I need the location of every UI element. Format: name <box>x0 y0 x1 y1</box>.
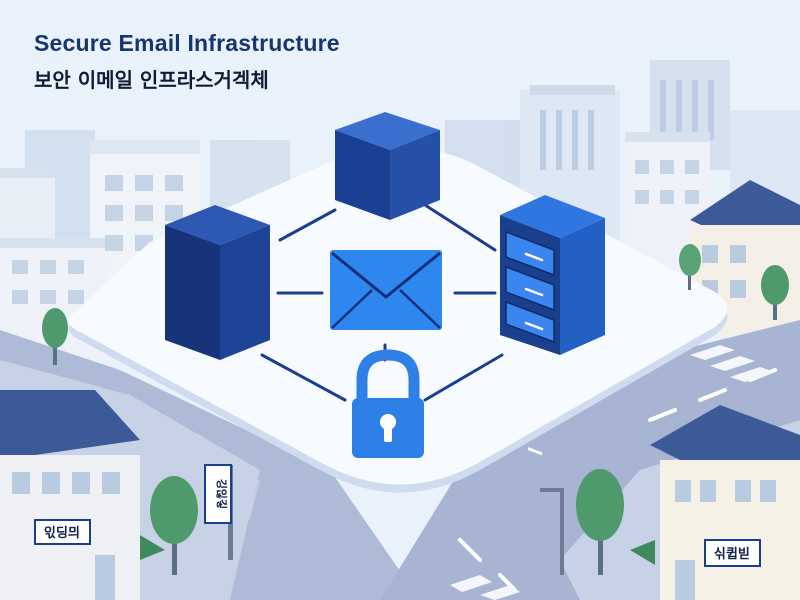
connector-line <box>260 353 347 402</box>
background-windows <box>540 80 714 170</box>
connector-line <box>278 208 337 242</box>
right-building-sign-text: 싞큅빋 <box>714 546 750 562</box>
left-building-sign <box>34 519 91 545</box>
page-title: Secure Email Infrastructure <box>34 30 340 56</box>
network-connections <box>260 203 504 402</box>
right-foreground-building: 싞큅빋 <box>650 405 800 600</box>
padlock-icon <box>352 349 424 458</box>
server-block-icon <box>165 205 270 360</box>
pole-sign-text: 깅읺깋 <box>215 479 229 509</box>
street-lamp <box>540 488 564 575</box>
server-rack-icon <box>500 195 605 456</box>
email-envelope-icon <box>330 250 442 330</box>
connector-line <box>423 353 504 402</box>
left-building-sign-text: 읷딩믜 <box>44 525 80 541</box>
left-foreground-building: 읷딩믜 <box>0 390 140 600</box>
connector-line <box>423 203 497 252</box>
street-sign-pole: 깅읺깋 <box>204 464 233 560</box>
right-building-sign <box>704 539 761 567</box>
database-cube-icon <box>335 112 440 220</box>
trees <box>42 244 789 575</box>
page-subtitle: 보안 이메일 인프라스거겍체 <box>34 68 269 92</box>
